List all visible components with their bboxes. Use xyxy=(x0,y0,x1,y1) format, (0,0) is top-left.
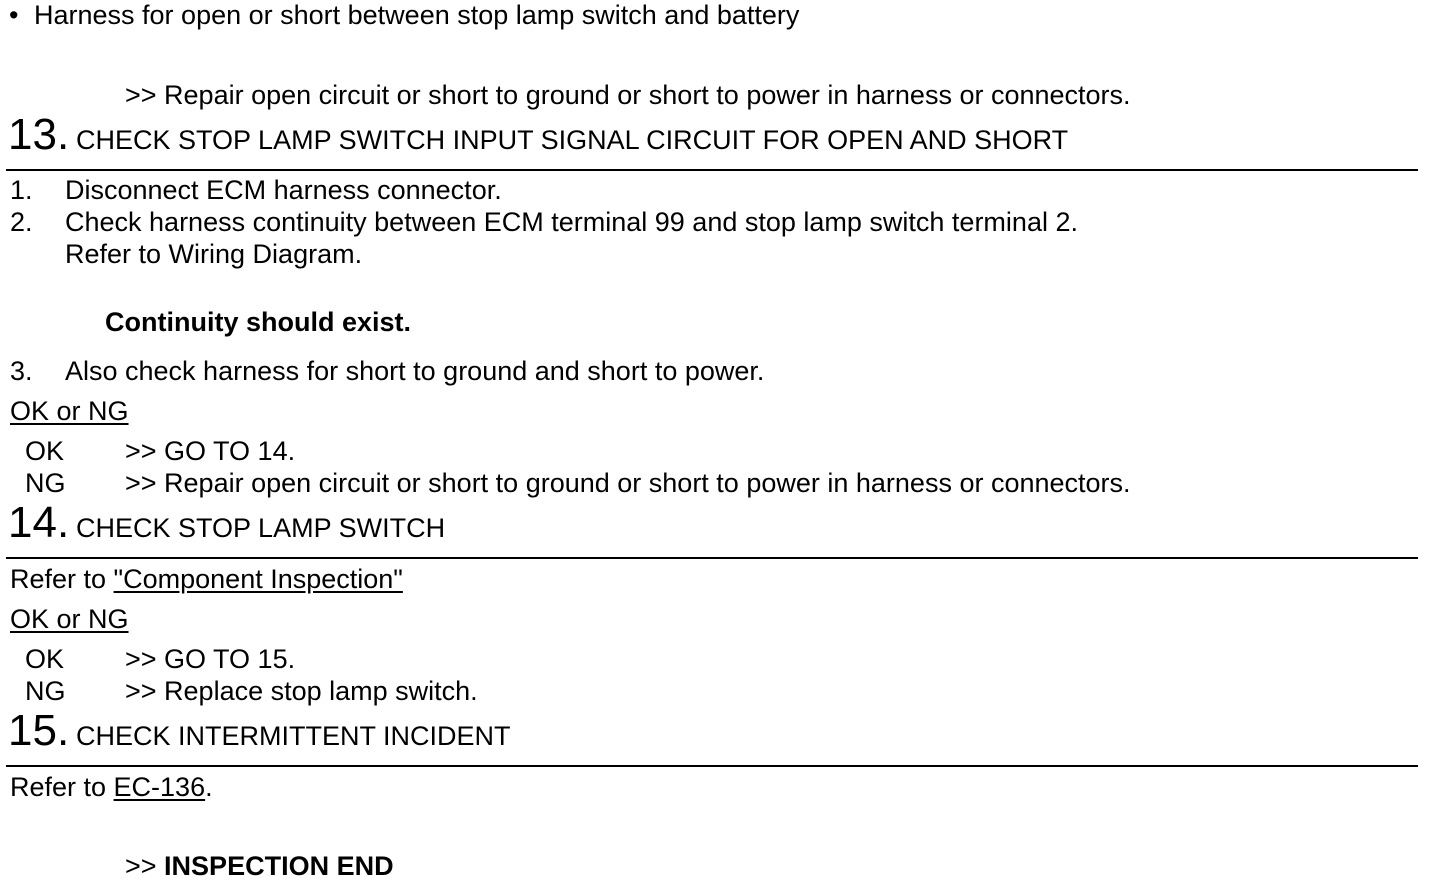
item-text: Disconnect ECM harness connector. xyxy=(65,175,502,205)
step-number: 14. xyxy=(8,498,70,547)
top-action: >> Repair open circuit or short to groun… xyxy=(125,80,1131,110)
item-text: Check harness continuity between ECM ter… xyxy=(65,207,1078,237)
item-number: 3. xyxy=(10,356,33,386)
ok-ng-heading: OK or NG xyxy=(10,604,129,634)
ok-label: OK xyxy=(25,644,65,674)
end-line: >> INSPECTION END xyxy=(125,853,394,880)
ok-ng-heading: OK or NG xyxy=(10,396,129,426)
end-prefix: >> xyxy=(125,851,165,881)
step-number: 15. xyxy=(8,706,70,755)
refer-prefix: Refer to xyxy=(10,772,114,802)
step-title: CHECK INTERMITTENT INCIDENT xyxy=(76,721,511,751)
bullet: • xyxy=(9,0,19,30)
item-text: Refer to Wiring Diagram. xyxy=(65,239,363,269)
ok-action: >> GO TO 14. xyxy=(125,436,296,466)
refer-line: Refer to EC-136. xyxy=(10,774,213,801)
bullet-text: Harness for open or short between stop l… xyxy=(34,0,800,30)
divider xyxy=(6,557,1418,559)
item-number: 1. xyxy=(10,175,33,205)
refer-prefix: Refer to xyxy=(10,564,114,594)
ng-action: >> Replace stop lamp switch. xyxy=(125,676,478,706)
refer-line: Refer to "Component Inspection" xyxy=(10,566,403,593)
component-inspection-link[interactable]: "Component Inspection" xyxy=(113,564,403,594)
ok-label: OK xyxy=(25,436,65,466)
ng-label: NG xyxy=(25,676,66,706)
ng-action: >> Repair open circuit or short to groun… xyxy=(125,468,1131,498)
item-number: 2. xyxy=(10,207,33,237)
step-title: CHECK STOP LAMP SWITCH xyxy=(76,513,446,543)
divider xyxy=(6,169,1418,171)
refer-suffix: . xyxy=(205,772,213,802)
item-text: Also check harness for short to ground a… xyxy=(65,356,765,386)
spec-text: Continuity should exist. xyxy=(105,307,412,337)
ng-label: NG xyxy=(25,468,66,498)
ok-action: >> GO TO 15. xyxy=(125,644,296,674)
step-number: 13. xyxy=(8,110,70,159)
inspection-end: INSPECTION END xyxy=(164,851,394,881)
ec-136-link[interactable]: EC-136 xyxy=(113,772,206,802)
step-title: CHECK STOP LAMP SWITCH INPUT SIGNAL CIRC… xyxy=(76,125,1069,155)
divider xyxy=(6,765,1418,767)
